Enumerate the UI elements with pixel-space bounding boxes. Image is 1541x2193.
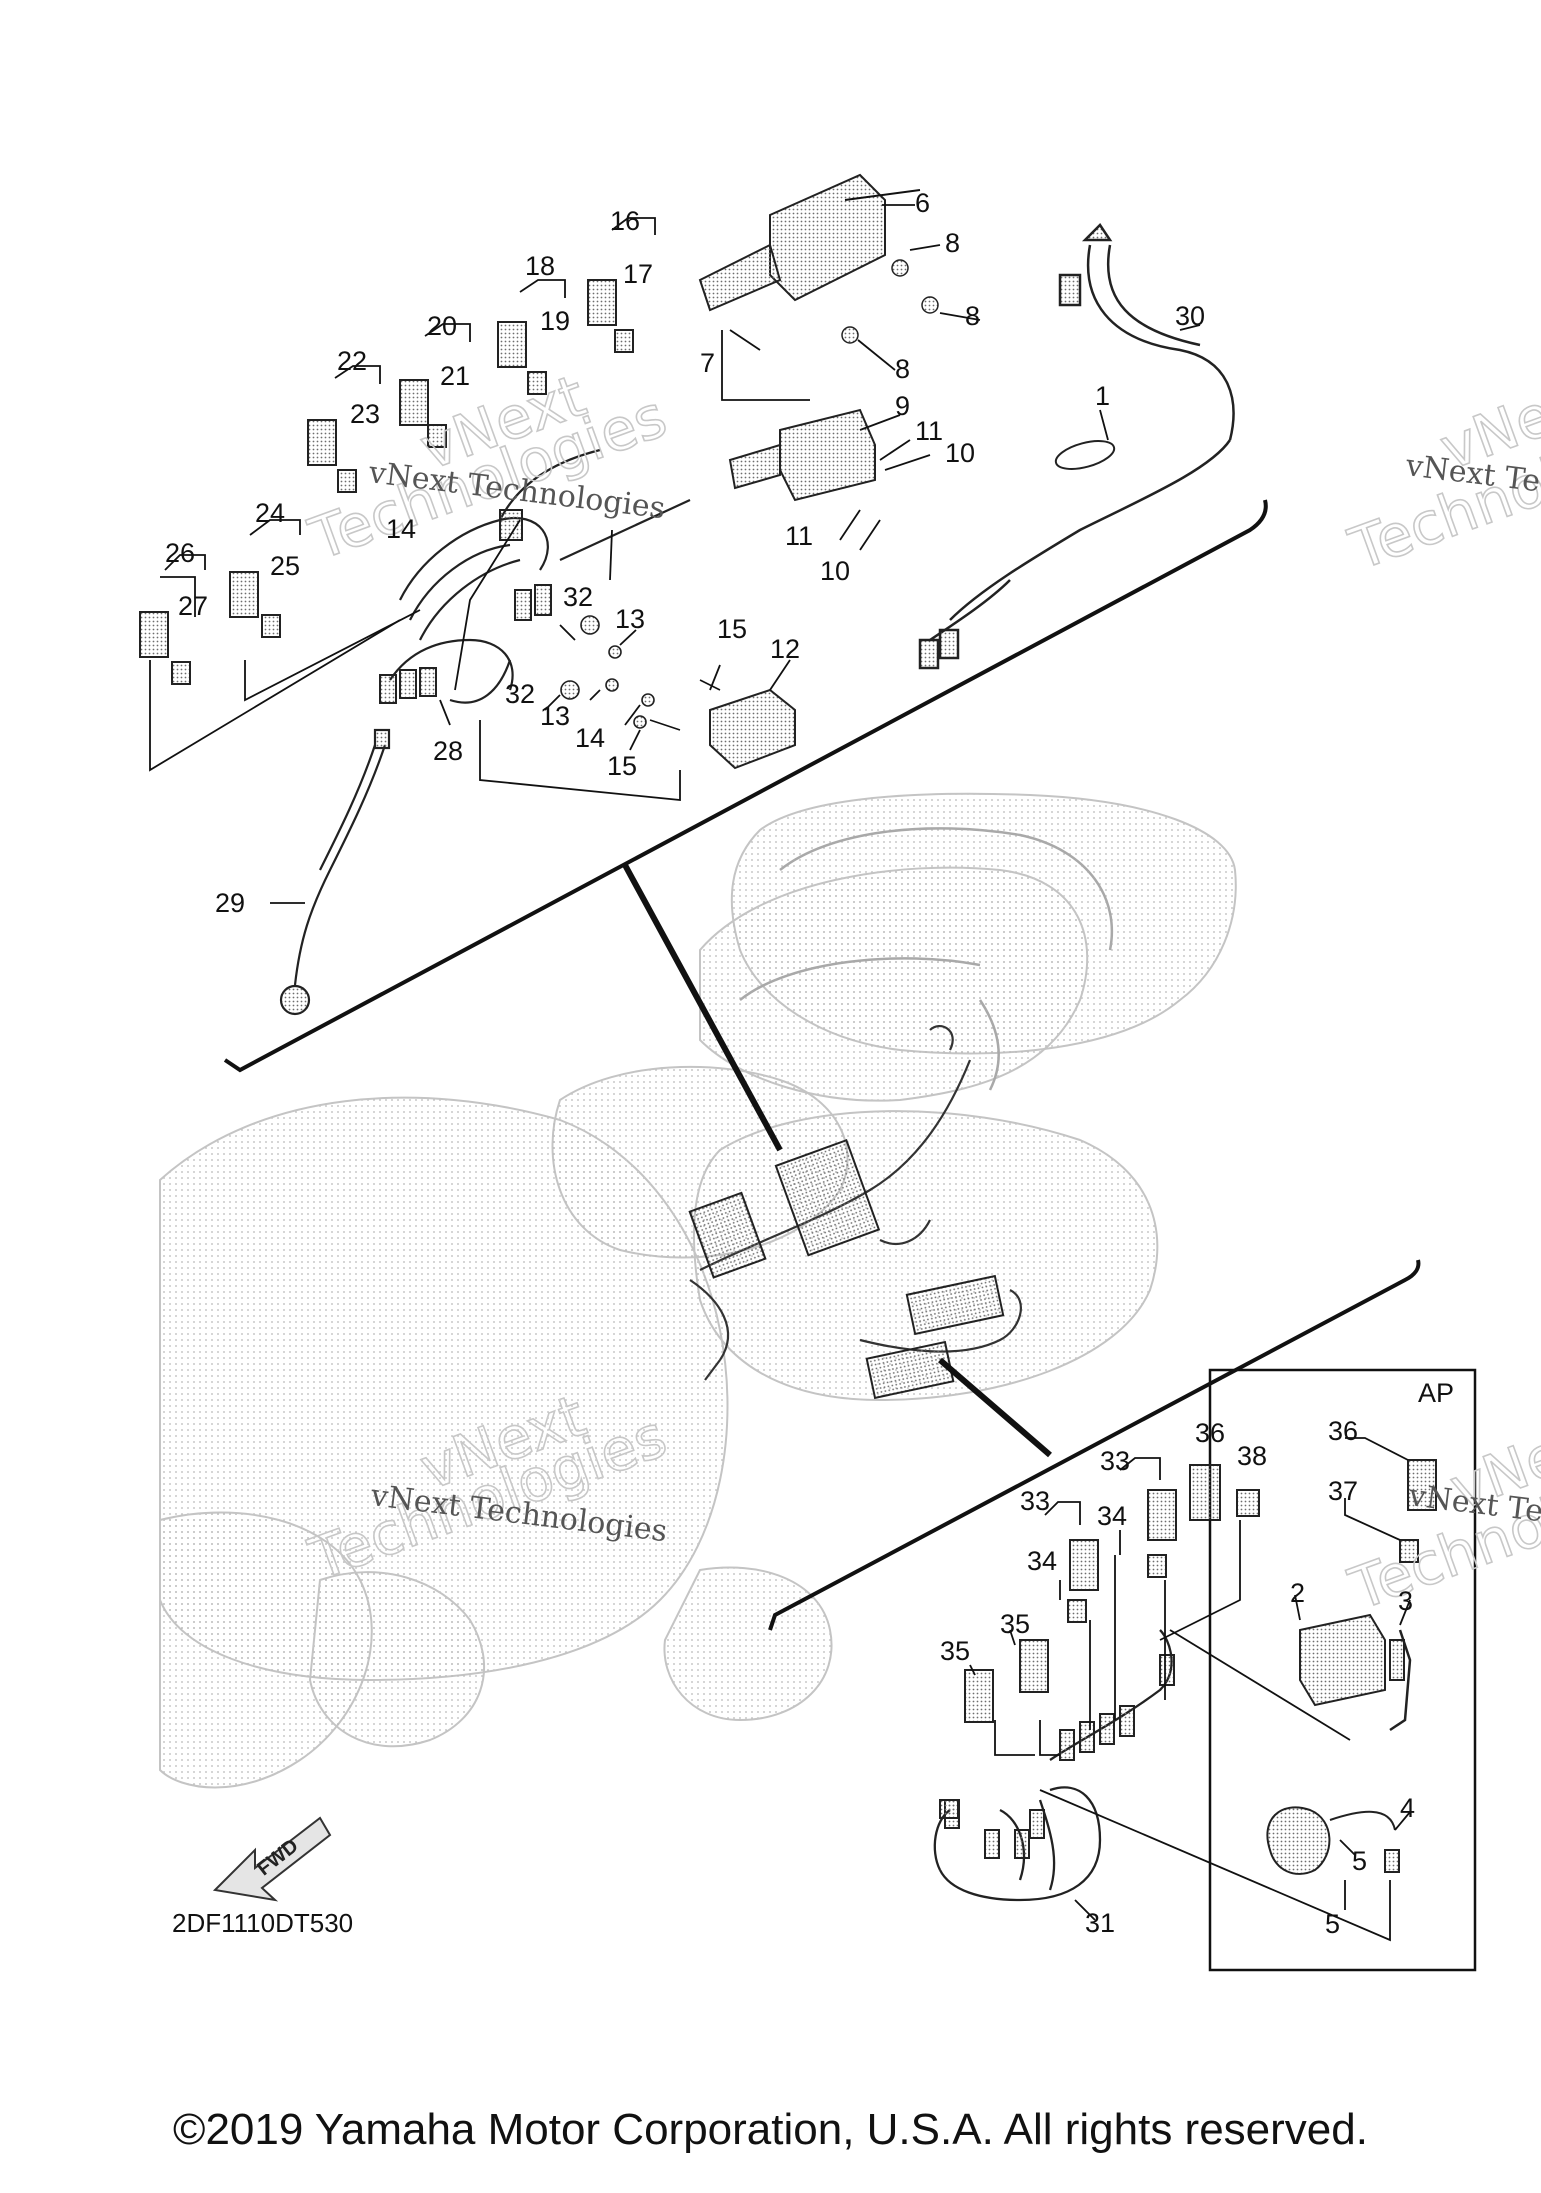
callout-5: 5	[1325, 1909, 1340, 1939]
callout-18: 18	[525, 251, 555, 281]
lower-leader-lines	[969, 1437, 1411, 1942]
small-fasteners	[560, 615, 721, 731]
callout-35: 35	[1000, 1609, 1030, 1639]
copyright-notice: ©2019 Yamaha Motor Corporation, U.S.A. A…	[173, 2105, 1368, 2154]
callout-14: 14	[386, 514, 416, 544]
callout-23: 23	[350, 399, 380, 429]
callout-8: 8	[945, 228, 960, 258]
callout-15: 15	[607, 751, 637, 781]
part-3-bracket	[1389, 1629, 1412, 1732]
callout-20: 20	[427, 311, 457, 341]
callout-21: 21	[440, 361, 470, 391]
callout-8: 8	[895, 354, 910, 384]
callout-17: 17	[623, 259, 653, 289]
callout-31: 31	[1085, 1908, 1115, 1938]
callout-4: 4	[1400, 1793, 1415, 1823]
ap-inset-box	[1208, 1368, 1477, 1972]
callout-24: 24	[255, 498, 285, 528]
callout-34: 34	[1027, 1546, 1057, 1576]
callout-13: 13	[615, 604, 645, 634]
part-12-relay	[709, 688, 796, 770]
callout-12: 12	[770, 634, 800, 664]
part-code: 2DF1110DT530	[172, 1908, 353, 1938]
callout-16: 16	[610, 206, 640, 236]
callout-29: 29	[215, 888, 245, 918]
callout-38: 38	[1237, 1441, 1267, 1471]
callout-13: 13	[540, 701, 570, 731]
callout-35: 35	[940, 1636, 970, 1666]
fwd-direction-arrow[interactable]: FWD	[212, 1816, 332, 1902]
callout-36: 36	[1195, 1418, 1225, 1448]
callout-15: 15	[717, 614, 747, 644]
callout-32: 32	[563, 582, 593, 612]
ap-inset-label: AP	[1418, 1378, 1454, 1408]
upper-leader-lines	[149, 204, 1201, 904]
callout-9: 9	[895, 391, 910, 421]
callout-10: 10	[820, 556, 850, 586]
callout-33: 33	[1100, 1446, 1130, 1476]
callout-30: 30	[1175, 301, 1205, 331]
part-9-relay	[728, 408, 876, 502]
lower-group-bracket	[768, 1259, 1421, 1631]
part-29-sensor-lead	[279, 728, 391, 1016]
callout-28: 28	[433, 736, 463, 766]
part-8-bolts	[841, 259, 939, 344]
callout-22: 22	[337, 346, 367, 376]
upper-group-bracket	[223, 499, 1268, 1073]
lower-leader-to-bike	[938, 1357, 1052, 1458]
ap-connectors	[1399, 1459, 1437, 1563]
callout-34: 34	[1097, 1501, 1127, 1531]
callout-26: 26	[165, 538, 195, 568]
part-30-sub-harness	[918, 223, 1235, 670]
motorcycle-body	[159, 792, 1237, 1789]
callout-33: 33	[1020, 1486, 1050, 1516]
central-ecu-module	[688, 1138, 1005, 1400]
callout-11: 11	[915, 416, 943, 446]
part-1-cable-tie	[1054, 440, 1116, 470]
callout-numbers: 1306888791110111016171819202122232425262…	[165, 188, 1415, 1939]
callout-37: 37	[1328, 1476, 1358, 1506]
callout-11: 11	[785, 521, 813, 551]
part-6-ecu	[698, 173, 921, 312]
callout-32: 32	[505, 679, 535, 709]
callout-19: 19	[540, 306, 570, 336]
upper-leader-to-bike	[622, 863, 783, 1152]
part-4-sensor	[1266, 1806, 1400, 1875]
lower-connectors	[964, 1464, 1260, 1723]
callout-25: 25	[270, 551, 300, 581]
seat-outline	[739, 827, 1114, 1091]
part-28-connectors	[379, 509, 552, 704]
callout-5: 5	[1352, 1846, 1367, 1876]
callout-3: 3	[1398, 1586, 1413, 1616]
callout-2: 2	[1290, 1578, 1305, 1608]
part-2-module	[1299, 1613, 1405, 1707]
callout-6: 6	[915, 188, 930, 218]
callout-36: 36	[1328, 1416, 1358, 1446]
callout-14: 14	[575, 723, 605, 753]
callout-10: 10	[945, 438, 975, 468]
callout-27: 27	[178, 591, 208, 621]
connector-group	[139, 279, 634, 685]
callout-8: 8	[965, 301, 980, 331]
callout-1: 1	[1095, 381, 1110, 411]
callout-7: 7	[700, 348, 715, 378]
